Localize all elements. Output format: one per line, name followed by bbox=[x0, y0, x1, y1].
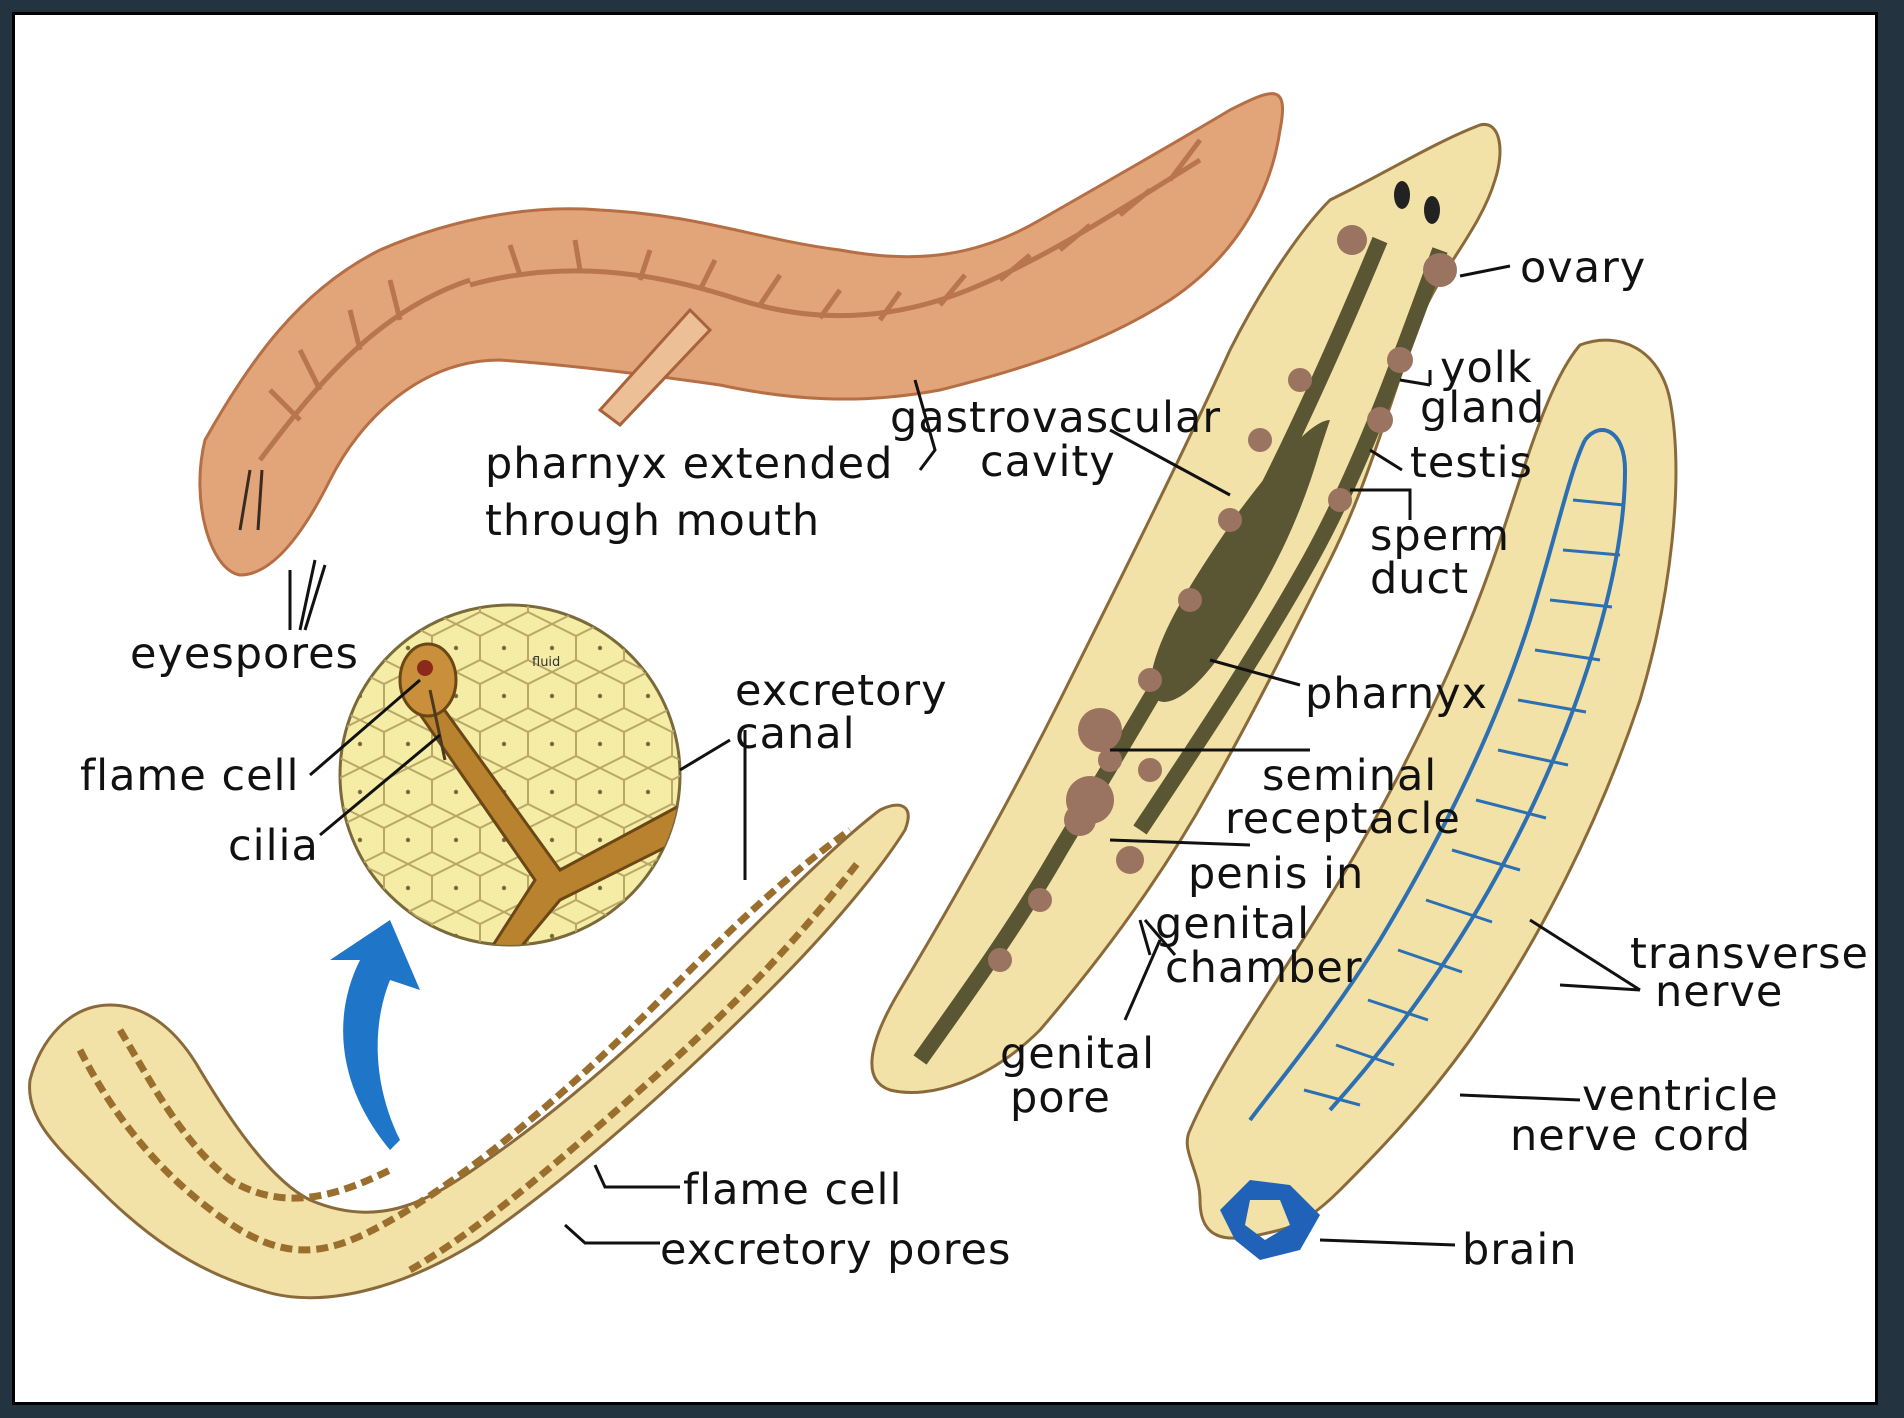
label-cilia: cilia bbox=[228, 821, 319, 871]
label-transverse-2: nerve bbox=[1655, 967, 1783, 1017]
label-ventricle-2: nerve cord bbox=[1510, 1111, 1751, 1161]
label-ovary: ovary bbox=[1520, 243, 1646, 293]
label-eyespores: eyespores bbox=[130, 629, 359, 679]
label-excretory-canal-2: canal bbox=[735, 709, 856, 759]
label-penis-2: genital bbox=[1155, 899, 1310, 949]
label-flame-cell-bottom: flame cell bbox=[683, 1165, 902, 1215]
label-seminal-2: receptacle bbox=[1225, 794, 1461, 844]
eyespot-left bbox=[1394, 181, 1410, 209]
label-yolk-2: gland bbox=[1420, 383, 1545, 433]
label-fluid: fluid bbox=[532, 655, 560, 670]
eyespot-right bbox=[1424, 196, 1440, 224]
label-testis: testis bbox=[1410, 438, 1533, 488]
label-pharnyx-extended-2: through mouth bbox=[485, 496, 820, 546]
magnify-arrow bbox=[330, 920, 420, 1150]
label-genital-pore-1: genital bbox=[1000, 1029, 1155, 1079]
label-genital-pore-2: pore bbox=[1010, 1073, 1111, 1123]
label-pharnyx: pharnyx bbox=[1305, 669, 1488, 719]
label-penis-1: penis in bbox=[1188, 849, 1364, 899]
label-gastrovascular-1: gastrovascular bbox=[890, 393, 1221, 443]
label-excretory-pores: excretory pores bbox=[660, 1225, 1011, 1275]
label-gastrovascular-2: cavity bbox=[980, 437, 1116, 487]
label-brain: brain bbox=[1462, 1225, 1578, 1275]
label-pharnyx-extended-1: pharnyx extended bbox=[485, 439, 893, 489]
label-flame-cell-top: flame cell bbox=[80, 751, 299, 801]
label-penis-3: chamber bbox=[1165, 943, 1363, 993]
label-sperm-2: duct bbox=[1370, 554, 1469, 604]
